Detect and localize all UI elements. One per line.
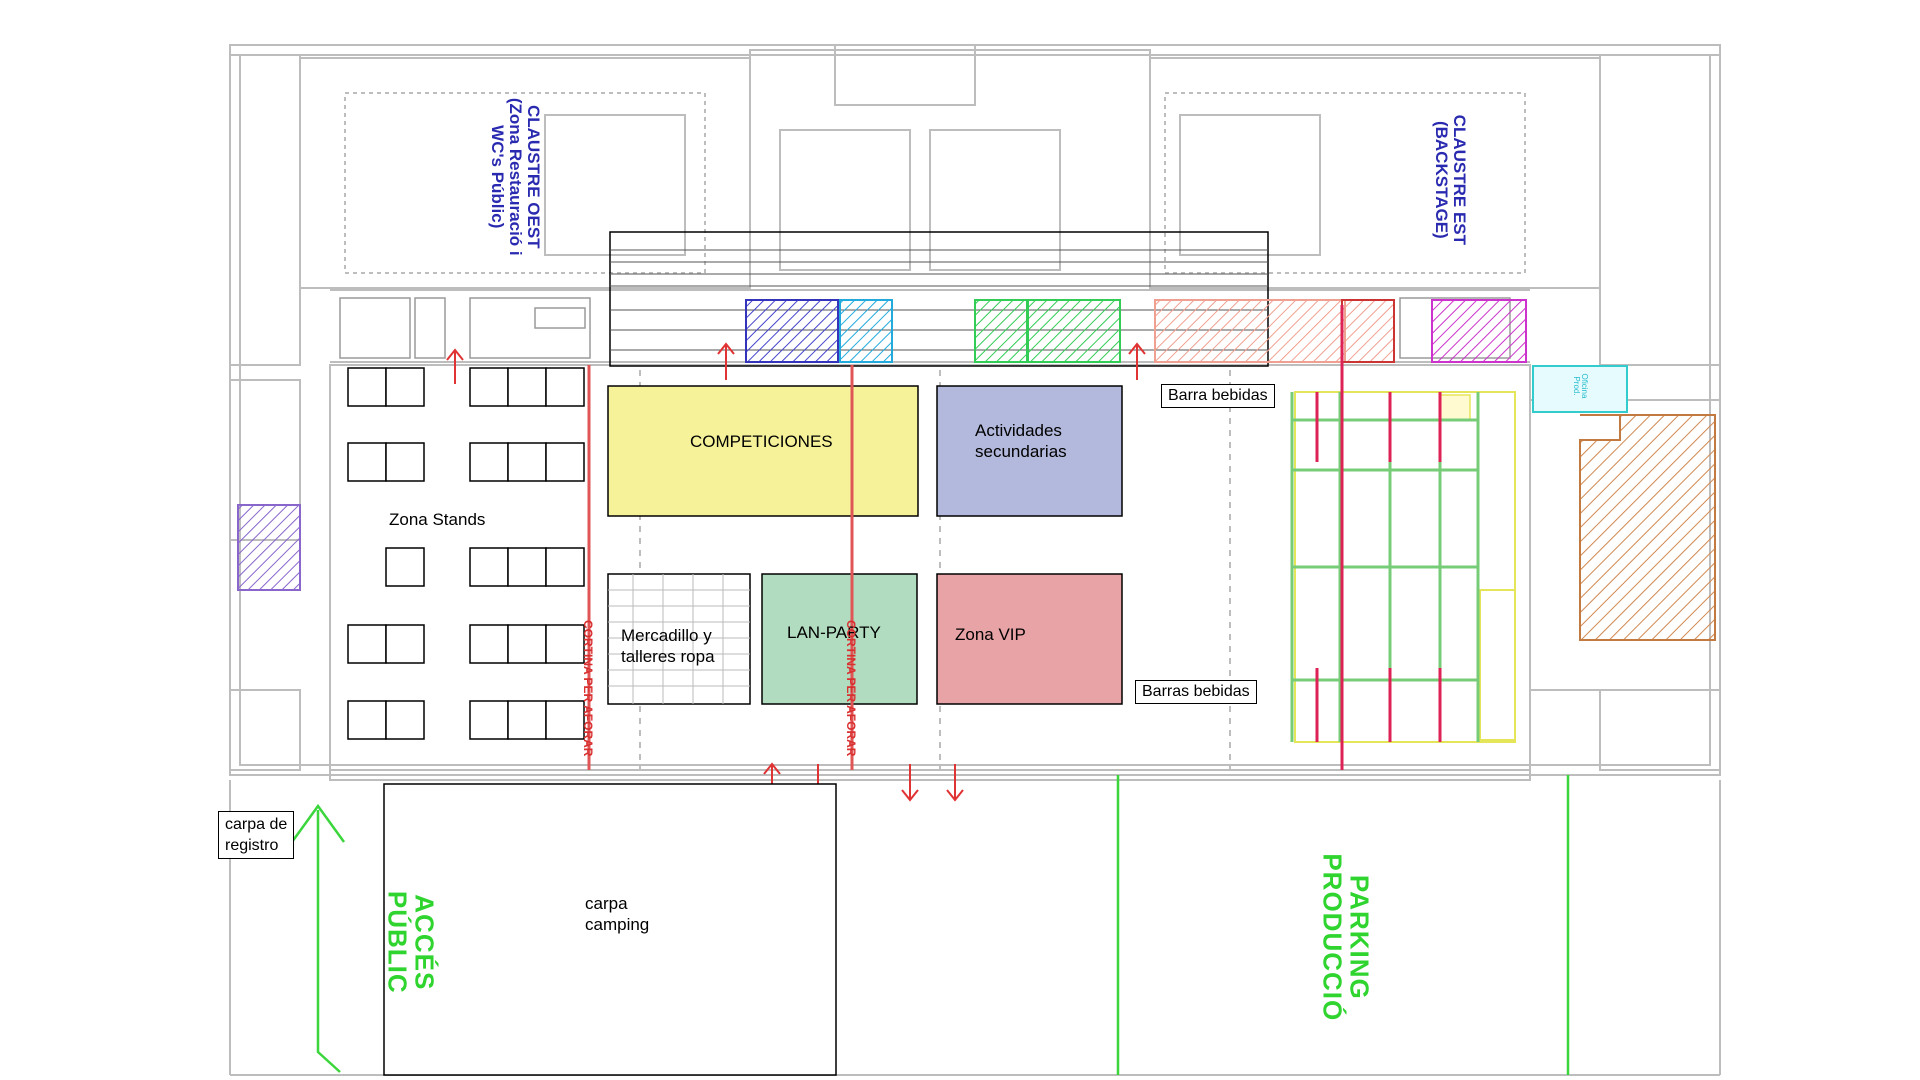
label-lan-party: LAN-PARTY [787,623,881,642]
zone-lan-party [761,573,918,705]
arrow-up-icon [717,342,735,380]
dressing-rooms [237,299,1716,641]
label-claustre-est: CLAUSTRE EST (BACKSTAGE) [1432,114,1469,246]
zone-mercadillo [607,573,751,705]
label-mercadillo: Mercadillo y talleres ropa [621,626,715,666]
green-routes [290,775,1570,1075]
arrow-up-icon [1128,342,1146,380]
label-actividades: Actividades secundarias [975,421,1067,461]
label-oficina-prod: Oficina Prod. [1572,373,1589,399]
label-claustre-oest: CLAUSTRE OEST (Zona Restauració i WC's P… [488,97,543,256]
label-zona-stands: Zona Stands [389,510,486,529]
label-barra-bebidas: Barra bebidas [1161,384,1275,408]
arrow-up-icon [446,348,464,384]
zone-carpa-camping [383,783,837,1076]
zone-competiciones [607,385,919,517]
label-carpa-camping: carpa camping [585,894,650,934]
stands [347,367,585,740]
grandstand [1290,305,1516,770]
label-barras-bebidas: Barras bebidas [1135,680,1257,704]
label-carpa-registro: carpa de registro [218,811,295,859]
arrow-down-icon [901,764,919,802]
label-cortina-2: CORTINA PER AFORAR [844,620,858,757]
label-competiciones: COMPETICIONES [690,432,833,451]
label-acces-public: ACCÉS PÚBLIC [382,890,440,994]
label-zona-vip: Zona VIP [955,625,1026,644]
zone-vip [936,573,1123,705]
arrow-down-icon [946,764,964,802]
label-cortina-1: CORTINA PER AFORAR [581,620,595,757]
zone-actividades [936,385,1123,517]
label-parking-produccio: PARKING PRODUCCIÓ [1317,853,1375,1022]
